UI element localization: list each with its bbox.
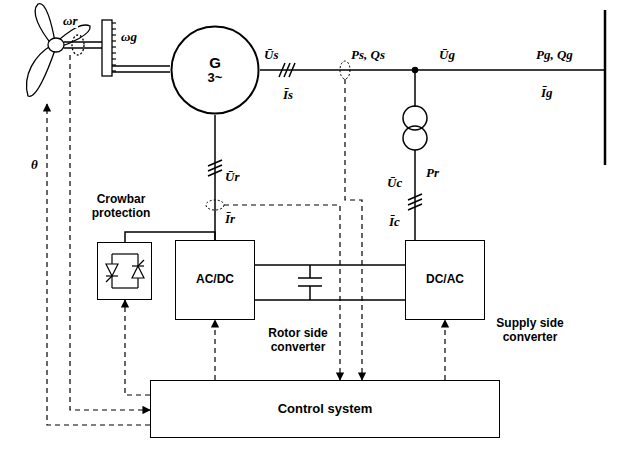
signal-label: ωg bbox=[120, 30, 138, 44]
gearbox bbox=[64, 20, 170, 76]
node-label: DC/AC bbox=[426, 273, 464, 287]
signal-label: Ūr bbox=[224, 170, 240, 184]
node-label: 3~ bbox=[208, 71, 223, 86]
node-label: Control system bbox=[278, 402, 373, 417]
signal-label: Īc bbox=[388, 215, 401, 229]
signal-label: Ūc bbox=[386, 176, 403, 190]
control-box: Control system bbox=[150, 380, 500, 438]
node-caption: Rotor side converter bbox=[262, 327, 334, 355]
control-signal bbox=[444, 320, 445, 380]
signal-label: Pr bbox=[425, 166, 440, 180]
dc-link-capacitor bbox=[298, 265, 322, 300]
generator-circle: G3~ bbox=[170, 25, 260, 115]
signal-label: Pg, Qg bbox=[535, 48, 574, 62]
node-caption: Crowbar protection bbox=[76, 193, 166, 221]
signal-label: Ps, Qs bbox=[350, 48, 386, 62]
control-signal bbox=[125, 300, 150, 395]
wind-rotor bbox=[27, 4, 91, 97]
converter-box: AC/DCRotor side converter bbox=[175, 240, 255, 320]
crowbar-box: Crowbar protection bbox=[97, 242, 152, 300]
power-wire bbox=[214, 115, 216, 240]
signal-label: Ūg bbox=[438, 48, 456, 62]
node-caption: Supply side converter bbox=[490, 317, 570, 345]
signal-label: Īg bbox=[540, 86, 554, 100]
power-wire bbox=[255, 264, 405, 266]
signal-label: θ bbox=[30, 158, 39, 172]
converter-box: DC/ACSupply side converter bbox=[405, 240, 485, 320]
thyristor-symbol bbox=[106, 254, 144, 288]
node-label: AC/DC bbox=[196, 273, 234, 287]
signal-label: ωr bbox=[62, 14, 78, 28]
power-wires bbox=[206, 10, 605, 240]
signal-label: Īr bbox=[224, 212, 236, 226]
power-wire bbox=[255, 299, 405, 301]
node-label: G bbox=[209, 54, 221, 71]
signal-label: Īs bbox=[282, 88, 294, 102]
control-signal bbox=[214, 320, 215, 380]
signal-label: Ūs bbox=[263, 48, 279, 62]
